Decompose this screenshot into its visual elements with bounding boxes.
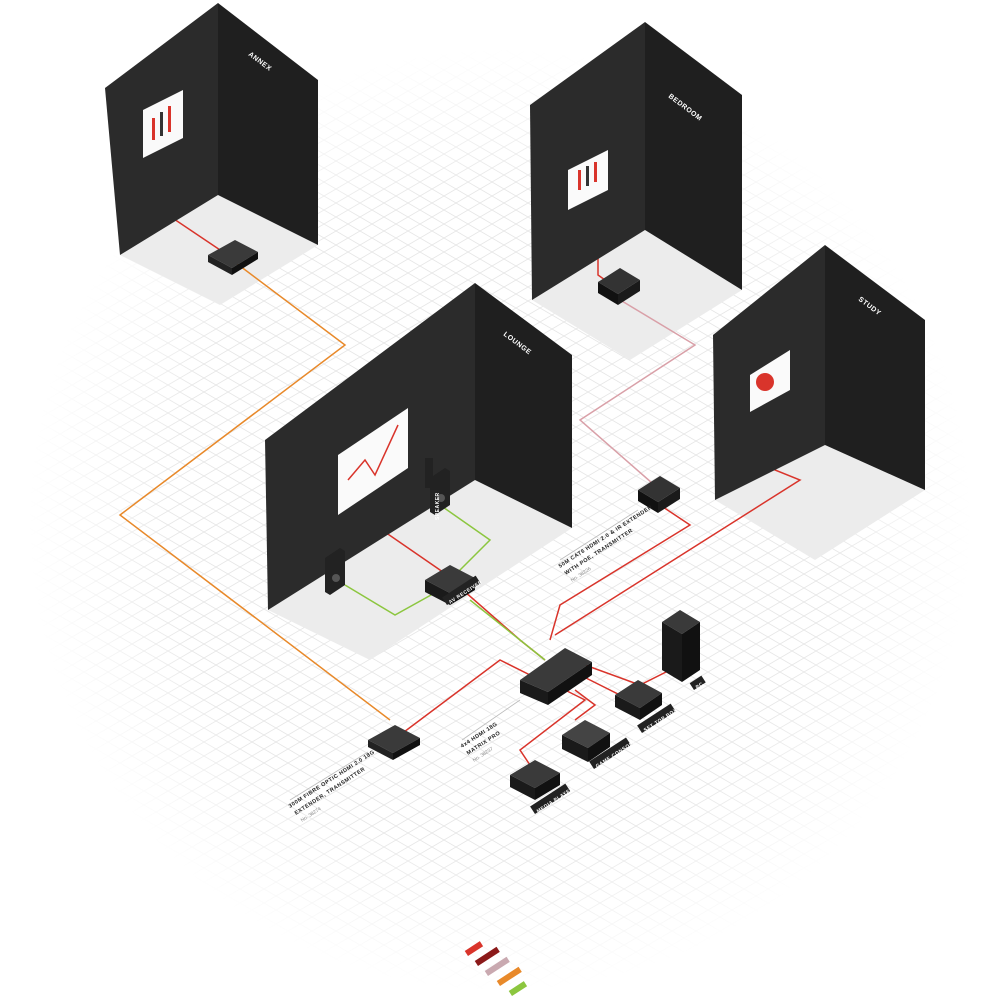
legend-swatch-dark-red [474, 946, 500, 966]
hdmi-fibre-tx [399, 659, 541, 736]
hdmi-bedroom-tx [549, 504, 692, 641]
lounge-screen [338, 408, 408, 515]
speaker-cable-3 [469, 599, 546, 661]
room-bedroom: BEDROOM [530, 22, 742, 300]
cable-legend [464, 941, 528, 996]
hdmi-media [518, 689, 587, 766]
annex-receiver [208, 240, 258, 275]
label-pc: PC [695, 681, 705, 690]
room-study: STUDY [713, 245, 925, 500]
speaker-cable-2 [439, 504, 492, 576]
speaker-cable-1 [344, 584, 441, 616]
speaker-right [430, 468, 450, 515]
legend-swatch-fibre [496, 966, 522, 986]
legend-swatch-hdmi [464, 941, 484, 956]
game-console [562, 720, 610, 762]
legend-swatch-speaker [508, 981, 528, 996]
pc-tower [662, 610, 700, 682]
room-lounge: LOUNGE [265, 283, 572, 610]
legend-swatch-cat6 [484, 956, 510, 976]
cat6-transmitter [638, 476, 680, 513]
bedroom-receiver [598, 268, 640, 305]
hdmi-console [574, 689, 597, 721]
label-speaker: SPEAKER [435, 492, 441, 520]
bedroom-floor [532, 230, 742, 360]
hdmi-matrix [520, 648, 592, 705]
lounge-floor [268, 480, 572, 660]
set-top-box [615, 680, 662, 720]
cat6-cable [578, 294, 697, 491]
fibre-cable [118, 259, 391, 721]
room-annex: ANNEX [105, 3, 318, 255]
speaker-left [325, 548, 345, 595]
fibre-transmitter [368, 725, 420, 760]
media-player [510, 760, 560, 800]
